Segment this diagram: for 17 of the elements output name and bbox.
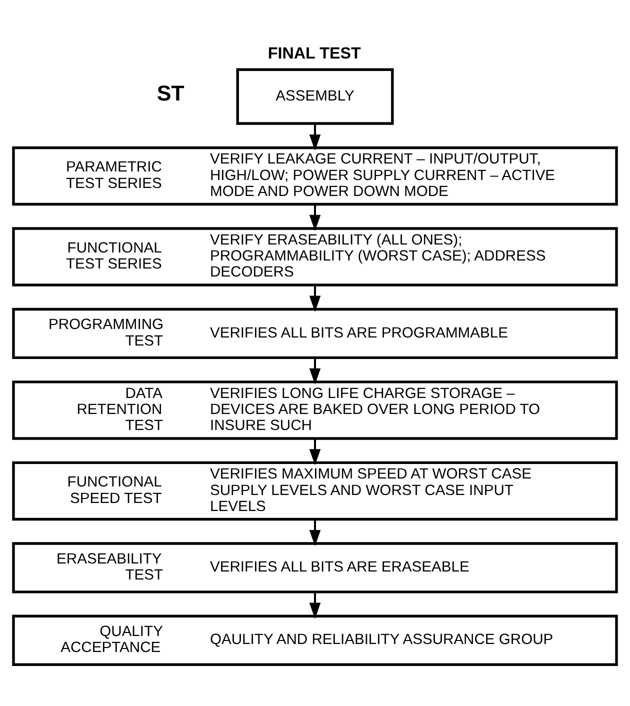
arrow (309, 204, 321, 232)
diagram-title: FINAL TEST (268, 44, 361, 62)
arrow (309, 438, 321, 466)
arrow (309, 124, 321, 151)
arrow (309, 358, 321, 384)
arrow (309, 285, 321, 312)
node-box: PARAMETRIC TEST SERIES VERIFY LEAKAGE CURRENT – INPUT/OUTPUT, HIGH/LOW; POWER SUPPLY CURRENT – ACTIVE MODE AND POWER DOWN MODE (12, 146, 618, 206)
node-box: DATA RETENTION TEST VERIFIES LONG LIFE CHARGE STORAGE – DEVICES ARE BAKED OVER LONG PERIOD TO INSURE SUCH (12, 380, 618, 440)
arrow (309, 519, 321, 546)
node-box: ERASEABILITY TEST VERIFIES ALL BITS ARE ERASEABLE (12, 542, 618, 594)
label: ST (156, 81, 184, 106)
node-box: FUNCTIONAL SPEED TEST VERIFIES MAXIMUM SPEED AT WORST CASE SUPPLY LEVELS AND WORST CASE INPUT LEVELS (12, 461, 618, 521)
node-box: FUNCTIONAL TEST SERIES VERIFY ERASEABILITY (ALL ONES); PROGRAMMABILITY (WORST CASE); ADDRESS DECODERS (12, 227, 618, 286)
arrow (309, 592, 321, 619)
node-box: PROGRAMMING TEST VERIFIES ALL BITS ARE PROGRAMMABLE (12, 308, 618, 360)
node-box: QUALITY ACCEPTANCE QAULITY AND RELIABILITY ASSURANCE GROUP (12, 614, 618, 666)
node-box: ASSEMBLY (236, 68, 394, 125)
